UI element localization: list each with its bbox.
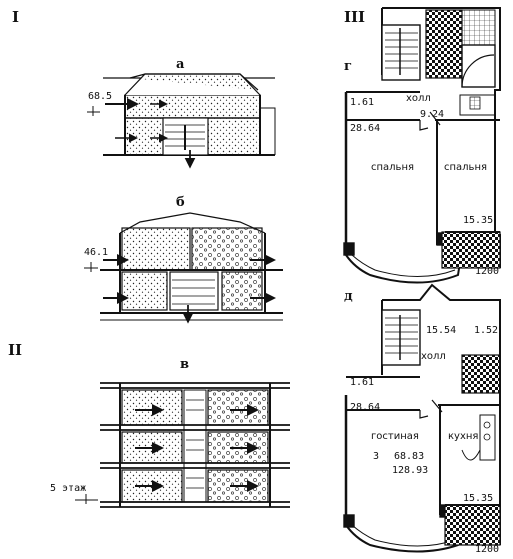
- floor-note-v: 5 этаж: [50, 483, 87, 494]
- d-area-stair: 15.54: [426, 325, 457, 336]
- d-kitchen: кухня: [448, 431, 479, 442]
- d-area-room-left: 28.64: [350, 402, 381, 413]
- d-area-top-left: 1.61: [350, 377, 375, 388]
- d-hall-label: холл: [421, 351, 446, 362]
- d-area-balcony: 15.35: [463, 493, 494, 504]
- d-scale: 1200: [475, 544, 500, 555]
- label-g: г: [344, 59, 352, 74]
- plan-d: [343, 283, 501, 553]
- section-b: [84, 212, 283, 324]
- label-roman-3: III: [344, 8, 366, 26]
- g-area-room-left: 28.64: [350, 123, 381, 134]
- g-bedroom-right: спальня: [444, 162, 488, 173]
- section-v: [75, 382, 290, 508]
- plan-g: [343, 7, 501, 284]
- label-roman-2: II: [8, 341, 23, 359]
- d-living-room: гостиная: [371, 431, 419, 442]
- g-area-top-left: 1.61: [350, 97, 375, 108]
- label-b: б: [176, 195, 185, 210]
- level-b: 46.1: [84, 247, 109, 258]
- d-area-total: 128.93: [392, 465, 429, 476]
- label-v: в: [180, 357, 190, 372]
- g-scale: 1200: [475, 266, 500, 277]
- g-hall-label: холл: [406, 93, 431, 104]
- g-area-balcony: 15.35: [463, 215, 494, 226]
- g-hall-area: 9.24: [420, 109, 445, 120]
- section-a: [87, 73, 276, 169]
- d-area-living: 68.83: [394, 451, 425, 462]
- level-a: 68.5: [88, 91, 113, 102]
- label-a: а: [176, 57, 185, 72]
- label-d: д: [344, 289, 353, 304]
- g-bedroom-left: спальня: [371, 162, 415, 173]
- d-apt-number: 3: [373, 451, 380, 462]
- d-area-top-right: 1.52: [474, 325, 499, 336]
- label-roman-1: I: [12, 8, 20, 26]
